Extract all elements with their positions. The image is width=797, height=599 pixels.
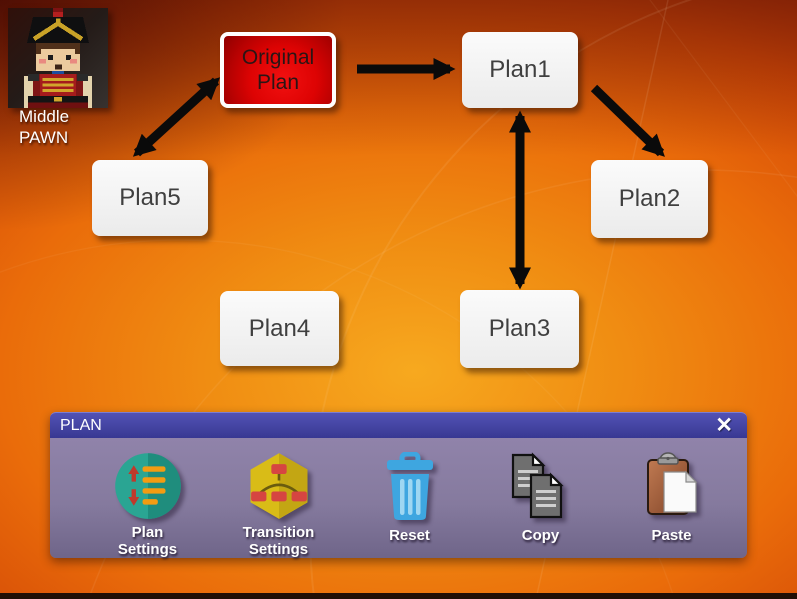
transition-settings-icon <box>244 450 314 523</box>
pawn-name-label: Middle PAWN <box>19 107 70 148</box>
pawn-avatar[interactable] <box>8 8 108 108</box>
plan-panel: PLAN ✕ Plan Settings <box>50 412 747 558</box>
node-plan4[interactable]: Plan4 <box>220 291 339 366</box>
bottom-edge-bar <box>0 593 797 599</box>
plan-panel-title: PLAN <box>60 416 102 434</box>
trash-icon <box>378 450 442 526</box>
node-plan5[interactable]: Plan5 <box>92 160 208 236</box>
transition-settings-label: Transition Settings <box>242 523 315 558</box>
plan-settings-label: Plan Settings <box>117 523 178 558</box>
plan-panel-body: Plan Settings Transition Settings <box>50 438 747 558</box>
node-plan3[interactable]: Plan3 <box>460 290 579 368</box>
copy-button[interactable]: Copy <box>475 438 606 558</box>
close-icon[interactable]: ✕ <box>715 414 733 437</box>
paste-button[interactable]: Paste <box>606 438 737 558</box>
node-original-plan[interactable]: Original Plan <box>220 32 336 108</box>
copy-documents-icon <box>507 450 575 526</box>
node-plan1[interactable]: Plan1 <box>462 32 578 108</box>
clipboard-paste-icon <box>640 450 704 526</box>
reset-button[interactable]: Reset <box>344 438 475 558</box>
plan-panel-titlebar[interactable]: PLAN ✕ <box>50 412 747 438</box>
plan-settings-icon <box>113 450 183 523</box>
node-plan2[interactable]: Plan2 <box>591 160 708 238</box>
copy-label: Copy <box>521 527 560 544</box>
paste-label: Paste <box>651 527 692 544</box>
plan-settings-button[interactable]: Plan Settings <box>82 438 213 558</box>
reset-label: Reset <box>389 527 430 544</box>
transition-settings-button[interactable]: Transition Settings <box>213 438 344 558</box>
